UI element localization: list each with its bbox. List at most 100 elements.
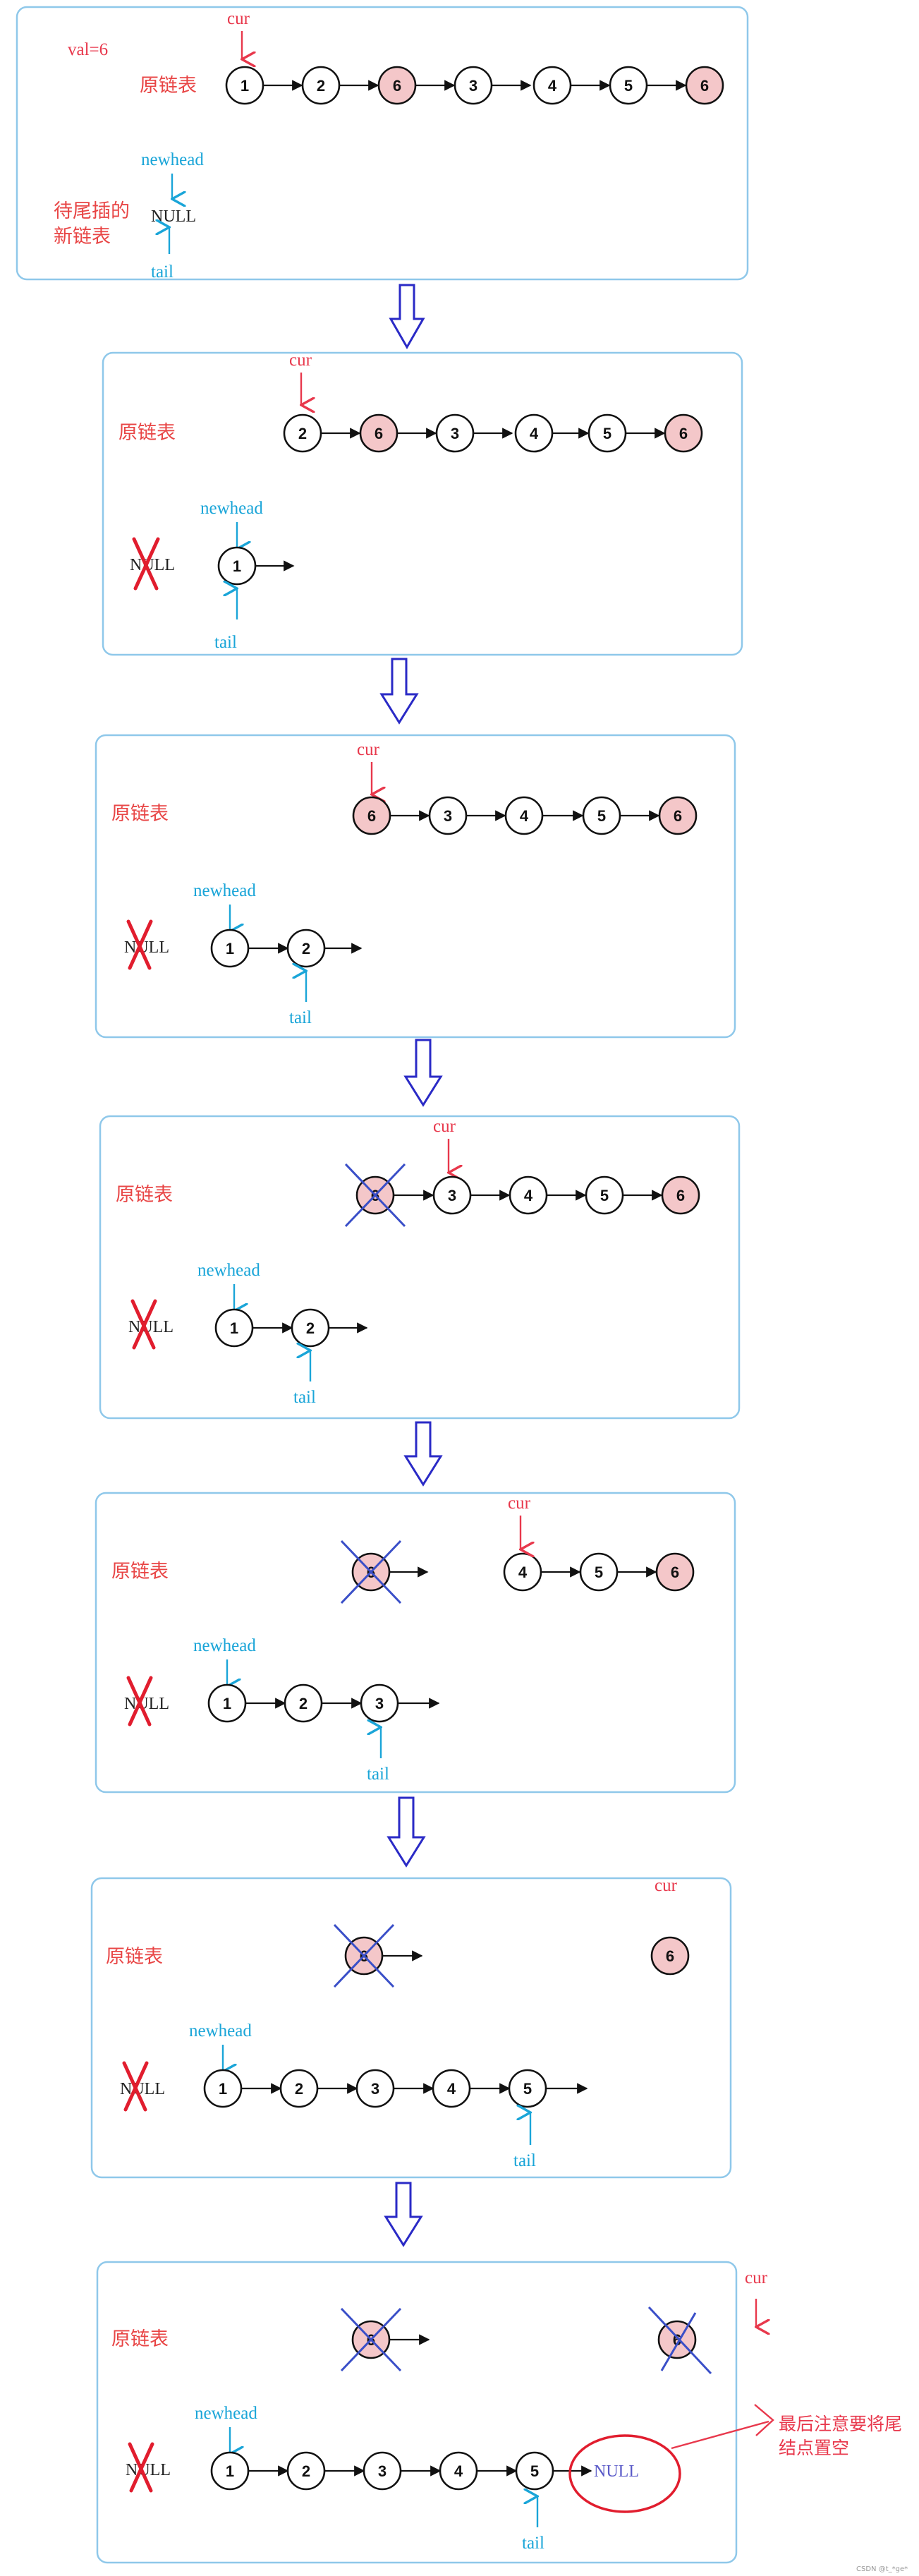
final-note-line-1: 最后注意要将尾 xyxy=(779,2414,902,2434)
node-value: 2 xyxy=(299,1695,308,1712)
newhead-label: newhead xyxy=(193,1636,256,1655)
list-node-target xyxy=(661,1175,700,1215)
cur-label: cur xyxy=(655,1876,678,1895)
node-value: 2 xyxy=(295,2080,303,2098)
null-text: NULL xyxy=(151,207,196,226)
node-value: 1 xyxy=(219,2080,227,2098)
new-list: 1 2 xyxy=(210,929,363,968)
list-node-target xyxy=(685,66,724,105)
list-node-target xyxy=(655,1552,695,1592)
list-node xyxy=(428,796,468,835)
list-node xyxy=(609,66,648,105)
original-list: 6 3 4 5 6 xyxy=(344,1163,700,1228)
original-list-label: 原链表 xyxy=(111,2328,169,2350)
newhead-label: newhead xyxy=(195,2404,257,2423)
original-list-label: 原链表 xyxy=(111,1561,169,1583)
node-value: 4 xyxy=(454,2462,463,2480)
node-value: 4 xyxy=(530,425,539,442)
node-value: 5 xyxy=(595,1564,603,1581)
watermark: CSDN @t_*ge* xyxy=(856,2565,908,2573)
list-node xyxy=(207,1683,247,1723)
removed-node-cross xyxy=(333,1923,395,1988)
node-value: 1 xyxy=(233,557,241,575)
step-frame xyxy=(16,6,749,281)
removed-node-cross xyxy=(340,2307,402,2372)
node-value: 3 xyxy=(448,1187,456,1204)
node-value: 6 xyxy=(375,425,383,442)
node-value: 5 xyxy=(523,2080,532,2098)
step-frame xyxy=(95,1492,736,1794)
step-frame xyxy=(102,351,743,656)
node-value: 6 xyxy=(674,807,682,825)
tail-next-null-text: NULL xyxy=(594,2462,639,2481)
list-node xyxy=(514,413,554,453)
node-value: 1 xyxy=(241,77,249,95)
final-note-line-2: 结点置空 xyxy=(779,2438,849,2458)
null-crossed-out-mark xyxy=(126,919,153,970)
newhead-label: newhead xyxy=(193,881,256,900)
list-node xyxy=(509,1175,548,1215)
list-node xyxy=(454,66,493,105)
node-value: 3 xyxy=(469,77,477,95)
cur-label: cur xyxy=(289,351,312,370)
next-step-arrow xyxy=(384,2182,423,2247)
list-node-target xyxy=(352,796,391,835)
newhead-label: newhead xyxy=(141,150,204,169)
new-list-label-line-1: 待尾插的 xyxy=(54,200,130,222)
new-list: 1 xyxy=(217,546,295,586)
cur-label: cur xyxy=(357,740,380,759)
list-node-target xyxy=(664,413,703,453)
null-text: NULL xyxy=(120,2080,165,2098)
next-step-arrow xyxy=(379,658,419,725)
list-node-target xyxy=(359,413,398,453)
new-list: 1 2 3 xyxy=(207,1683,440,1723)
null-crossed-out-mark xyxy=(132,537,160,591)
node-value: 1 xyxy=(223,1695,231,1712)
node-value: 5 xyxy=(597,807,606,825)
original-list-label: 原链表 xyxy=(116,1184,173,1206)
removed-node-cross xyxy=(647,2306,712,2375)
null-highlight-ellipse xyxy=(568,2434,681,2513)
list-node xyxy=(284,1683,323,1723)
node-value: 1 xyxy=(230,1319,238,1337)
null-crossed-out-mark xyxy=(122,2061,149,2112)
null-crossed-out-mark xyxy=(128,2442,154,2493)
list-node xyxy=(225,66,264,105)
next-step-arrow xyxy=(387,1796,426,1868)
original-list: 6 3 4 5 6 xyxy=(352,796,698,835)
list-node xyxy=(279,2069,319,2108)
step-5-panel: 原链表 6 4 5 6 cur NULL newhead 1 2 3 tail xyxy=(95,1492,736,1794)
null-text: NULL xyxy=(130,556,175,574)
null-text: NULL xyxy=(128,1318,174,1336)
node-value: 2 xyxy=(317,77,325,95)
list-node xyxy=(432,1175,472,1215)
original-list-label: 原链表 xyxy=(106,1946,163,1968)
node-value: 6 xyxy=(700,77,709,95)
original-list-label: 原链表 xyxy=(111,803,169,825)
node-value: 1 xyxy=(226,940,234,957)
val-label: val=6 xyxy=(68,40,108,59)
node-value: 4 xyxy=(518,1564,528,1581)
node-value: 6 xyxy=(367,807,376,825)
tail-label: tail xyxy=(367,1765,389,1784)
node-value: 3 xyxy=(451,425,459,442)
node-value: 4 xyxy=(447,2080,456,2098)
node-value: 4 xyxy=(520,807,529,825)
list-node xyxy=(286,2451,326,2491)
original-list: 6 6 xyxy=(340,2306,712,2375)
original-list: 2 6 3 4 5 6 xyxy=(283,413,703,453)
node-value: 2 xyxy=(306,1319,315,1337)
tail-label: tail xyxy=(522,2534,544,2553)
step-7-panel: 原链表 6 6 cur NULL newhead 1 2 3 4 5 NULL xyxy=(96,2261,902,2564)
next-step-arrow xyxy=(389,284,425,350)
list-node xyxy=(283,413,322,453)
list-node xyxy=(210,2451,250,2491)
tail-label: tail xyxy=(289,1008,312,1027)
list-node xyxy=(504,796,544,835)
step-frame xyxy=(99,1115,741,1420)
cur-label: cur xyxy=(745,2268,768,2287)
list-node xyxy=(579,1552,619,1592)
null-crossed-out-mark xyxy=(126,1676,153,1727)
list-node xyxy=(203,2069,243,2108)
